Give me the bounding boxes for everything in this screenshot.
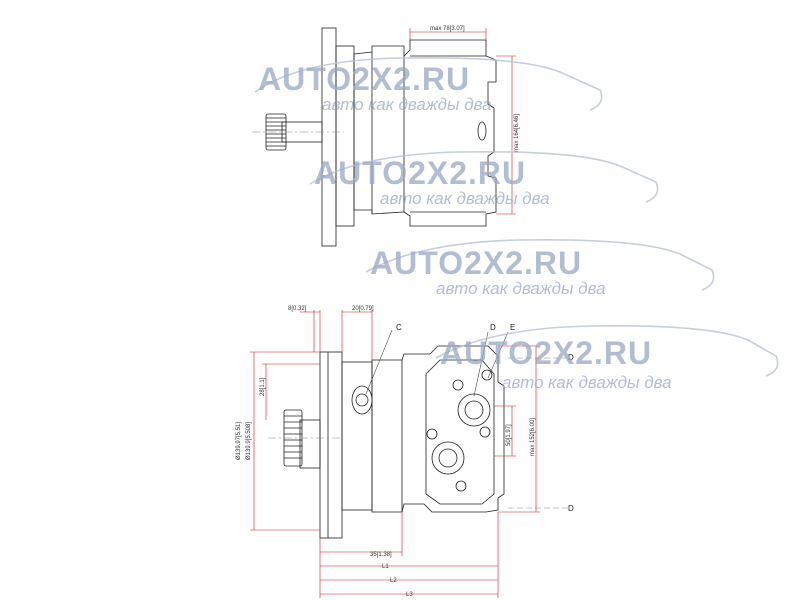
front-port-e-outer — [457, 393, 491, 427]
callout-c-leader — [365, 329, 393, 395]
front-bolt-hole-1 — [452, 379, 464, 391]
watermark-4: AUTO2X2.RU авто как дважды два — [435, 324, 779, 392]
front-port-c-outer — [351, 385, 373, 415]
dim-152-label: max 152[6.00] — [530, 418, 536, 456]
top-spline-teeth — [266, 117, 286, 147]
front-cover-plate — [425, 359, 495, 505]
dim-20-label: 20[0.79] — [352, 306, 374, 312]
dim-50-label: 50[1.97] — [506, 424, 512, 446]
callout-e-leader — [487, 331, 509, 379]
dim-L3-label: L3 — [406, 592, 413, 598]
front-bolt-hole-4 — [479, 426, 491, 438]
top-view-dims — [409, 28, 516, 215]
dim-dia2-label: Ø139.9[5.508] — [246, 422, 252, 460]
front-port-c-inner — [355, 393, 369, 407]
dim-35-label: 35[1.38] — [370, 552, 392, 558]
callout-e-label: E — [510, 323, 515, 332]
watermark-2: AUTO2X2.RU авто как дважды два — [309, 150, 659, 208]
dim-78-label: max 78[3.07] — [430, 26, 465, 32]
front-port-lower-outer — [431, 441, 465, 475]
front-view — [268, 329, 568, 539]
watermark-4-subtitle: авто как дважды два — [502, 373, 672, 392]
dim-dia1-label: Ø139.97[5.51] — [236, 422, 242, 460]
front-view-dims — [250, 310, 540, 598]
front-spline-teeth — [284, 415, 302, 459]
axis-d-top-label: D — [568, 353, 574, 362]
watermark-3-subtitle: авто как дважды два — [436, 279, 606, 298]
watermark-2-title: AUTO2X2.RU — [314, 155, 526, 191]
watermark-2-car-icon — [309, 150, 659, 203]
watermark-1-title: AUTO2X2.RU — [258, 61, 470, 97]
watermark-1: AUTO2X2.RU авто как дважды два — [254, 56, 603, 114]
watermark-3-car-icon — [365, 238, 715, 291]
front-flange — [319, 351, 343, 539]
dim-L2-label: L2 — [390, 578, 397, 584]
front-housing — [371, 345, 505, 513]
top-port — [477, 121, 487, 141]
watermark-3: AUTO2X2.RU авто как дважды два — [365, 238, 715, 298]
front-bolt-hole-5 — [455, 480, 467, 492]
top-housing — [353, 39, 497, 227]
front-bolt-hole-2 — [481, 369, 493, 381]
callout-d-leader — [473, 331, 489, 397]
watermark-4-car-icon — [435, 324, 779, 377]
top-view — [252, 27, 497, 247]
front-port-e-inner — [464, 400, 484, 420]
dim-L1-label: L1 — [382, 564, 389, 570]
front-flange-boss — [341, 361, 373, 511]
watermark-2-subtitle: авто как дважды два — [380, 189, 550, 208]
watermark-1-car-icon — [254, 56, 603, 111]
axis-d-bottom-label: D — [568, 504, 574, 513]
dim-8-label: 8[0.32] — [288, 306, 307, 312]
watermark-3-title: AUTO2X2.RU — [370, 245, 582, 281]
front-port-lower-inner — [438, 448, 458, 468]
watermark-1-subtitle: авто как дважды два — [322, 95, 492, 114]
callout-d-label: D — [490, 323, 496, 332]
dim-28-label: 28[1.1] — [260, 377, 266, 396]
front-bolt-hole-3 — [426, 428, 438, 440]
dim-164-label: max 164[6.46] — [514, 114, 520, 152]
callout-c-label: C — [396, 323, 402, 332]
watermark-4-title: AUTO2X2.RU — [440, 335, 652, 371]
front-shaft — [299, 419, 321, 469]
